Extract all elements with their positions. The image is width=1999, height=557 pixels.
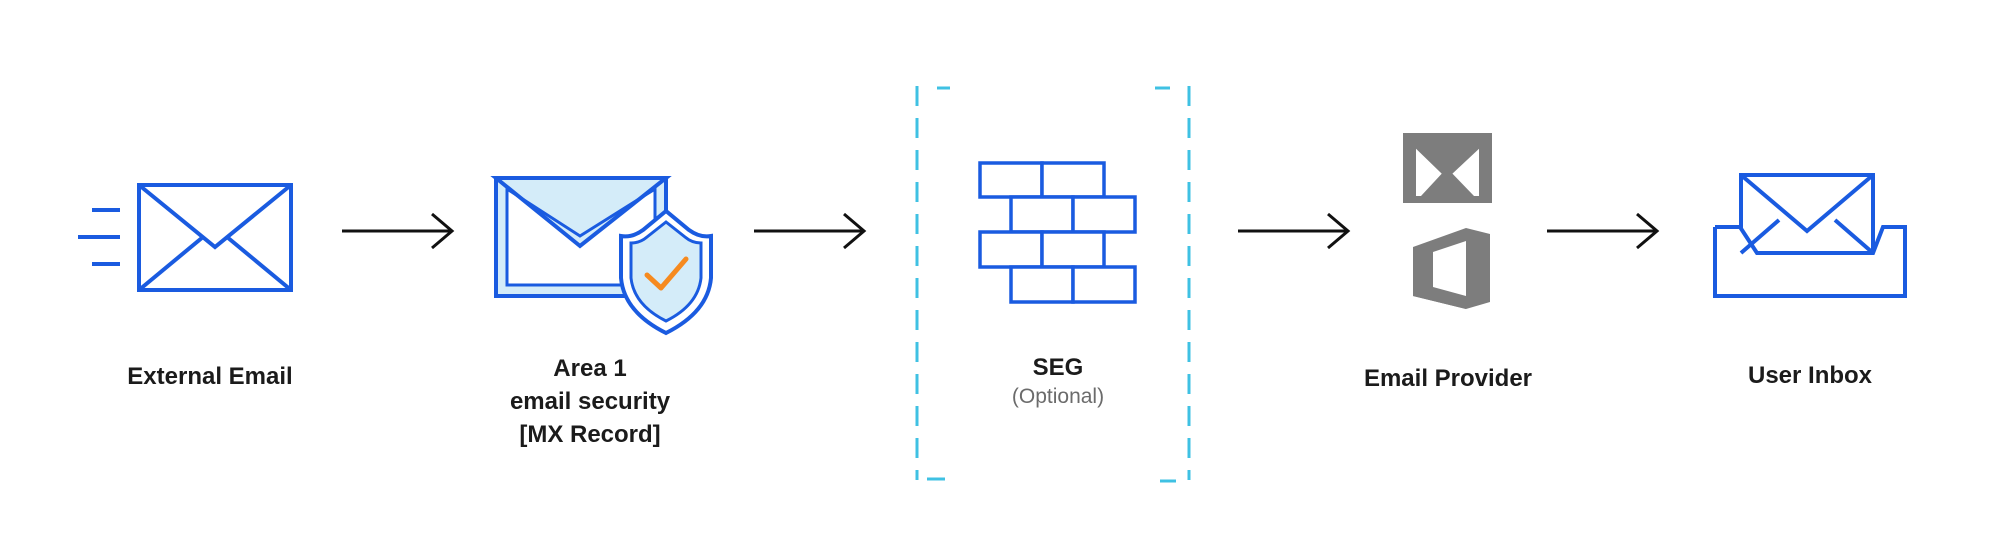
arrow-icon — [1547, 212, 1660, 250]
area1-label-line: [MX Record] — [519, 421, 661, 448]
area1-label: Area 1 email security [MX Record] — [480, 352, 700, 451]
seg-optional-label: (Optional) — [1011, 385, 1105, 408]
email-provider-label: Email Provider — [1363, 365, 1533, 392]
user-inbox-label: User Inbox — [1747, 362, 1873, 389]
arrow-icon — [1238, 212, 1351, 250]
external-email-label: External Email — [127, 363, 293, 390]
inbox-tray-icon — [1713, 173, 1907, 298]
arrow-icon — [754, 212, 867, 250]
area1-label-line: Area 1 — [553, 355, 627, 382]
envelope-with-speed-lines-icon — [78, 183, 293, 292]
office-icon — [1413, 228, 1490, 309]
brick-firewall-icon — [978, 161, 1137, 304]
arrow-icon — [342, 212, 455, 250]
gmail-icon — [1403, 133, 1492, 203]
seg-label: SEG — [1032, 354, 1084, 381]
area1-label-line: email security — [509, 388, 671, 415]
envelope-with-shield-check-icon — [490, 176, 713, 336]
optional-dashed-bracket — [915, 86, 1191, 483]
